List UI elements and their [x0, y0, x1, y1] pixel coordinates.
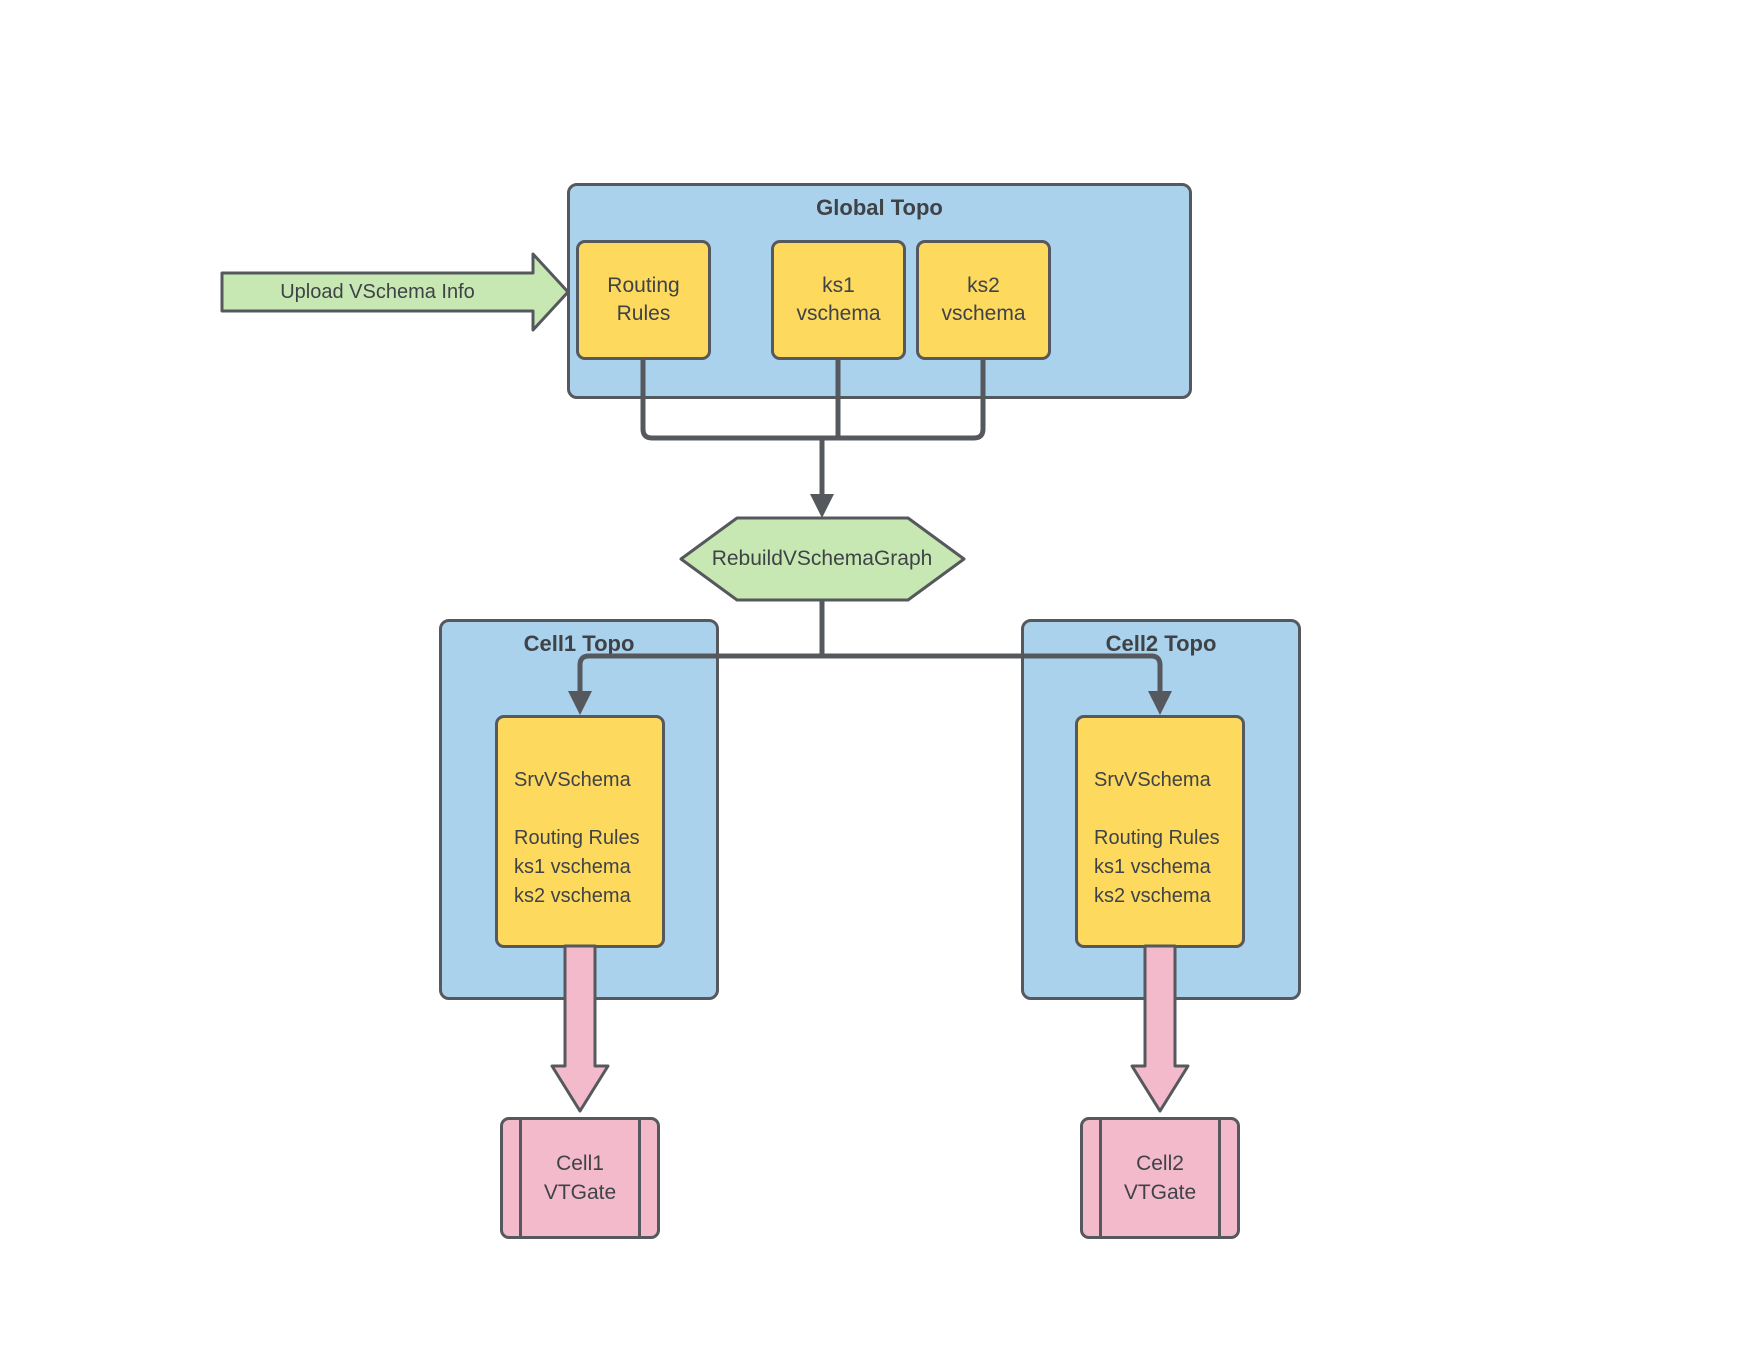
cell1-vtgate-line1: Cell1 [556, 1152, 604, 1175]
cell1-srv-line: SrvVSchema [514, 769, 631, 791]
cell1-vtgate-line2: VTGate [543, 1181, 617, 1204]
node-ks2-line1: ks2 [967, 274, 1000, 297]
vtgate-left-bar [519, 1120, 522, 1236]
cell2-srv-line [1094, 795, 1242, 824]
cell2-vtgate-box: Cell2 VTGate [1080, 1117, 1240, 1239]
cell2-vtgate-line1: Cell2 [1136, 1152, 1184, 1175]
upload-arrow-label: Upload VSchema Info [280, 280, 475, 303]
node-ks1-line2: vschema [796, 302, 881, 325]
cell2-srv-line: ks1 vschema [1094, 856, 1211, 878]
cell1-vtgate-box: Cell1 VTGate [500, 1117, 660, 1239]
cell2-srv-line: ks2 vschema [1094, 885, 1211, 907]
node-routing-rules: Routing Rules [576, 240, 711, 360]
node-ks1-line1: ks1 [822, 274, 855, 297]
rebuild-hexagon-shape [679, 516, 966, 602]
rebuild-hexagon-label: RebuildVSchemaGraph [711, 547, 933, 570]
upload-arrow-shape [220, 252, 570, 332]
vtgate-right-bar [1218, 1120, 1221, 1236]
node-routing-rules-line2: Rules [616, 302, 671, 325]
node-ks1-vschema: ks1 vschema [771, 240, 906, 360]
vtgate-right-bar [638, 1120, 641, 1236]
node-ks2-vschema: ks2 vschema [916, 240, 1051, 360]
cell1-topo-title: Cell1 Topo [523, 631, 635, 656]
global-topo-title: Global Topo [816, 195, 943, 220]
cell1-srv-line [514, 795, 662, 824]
cell1-srv-line: Routing Rules [514, 827, 640, 849]
node-routing-rules-line1: Routing [607, 274, 680, 297]
cell1-srvvschema-box: SrvVSchema Routing Rules ks1 vschema ks2… [495, 715, 665, 948]
cell2-srv-line: Routing Rules [1094, 827, 1220, 849]
vtgate-left-bar [1099, 1120, 1102, 1236]
cell1-srv-line: ks2 vschema [514, 885, 631, 907]
cell2-srv-line: SrvVSchema [1094, 769, 1211, 791]
cell2-srvvschema-box: SrvVSchema Routing Rules ks1 vschema ks2… [1075, 715, 1245, 948]
node-ks2-line2: vschema [941, 302, 1026, 325]
cell1-srv-line: ks1 vschema [514, 856, 631, 878]
arrowhead-to-rebuild [810, 494, 834, 518]
cell2-topo-title: Cell2 Topo [1105, 631, 1217, 656]
cell2-vtgate-line2: VTGate [1123, 1181, 1197, 1204]
